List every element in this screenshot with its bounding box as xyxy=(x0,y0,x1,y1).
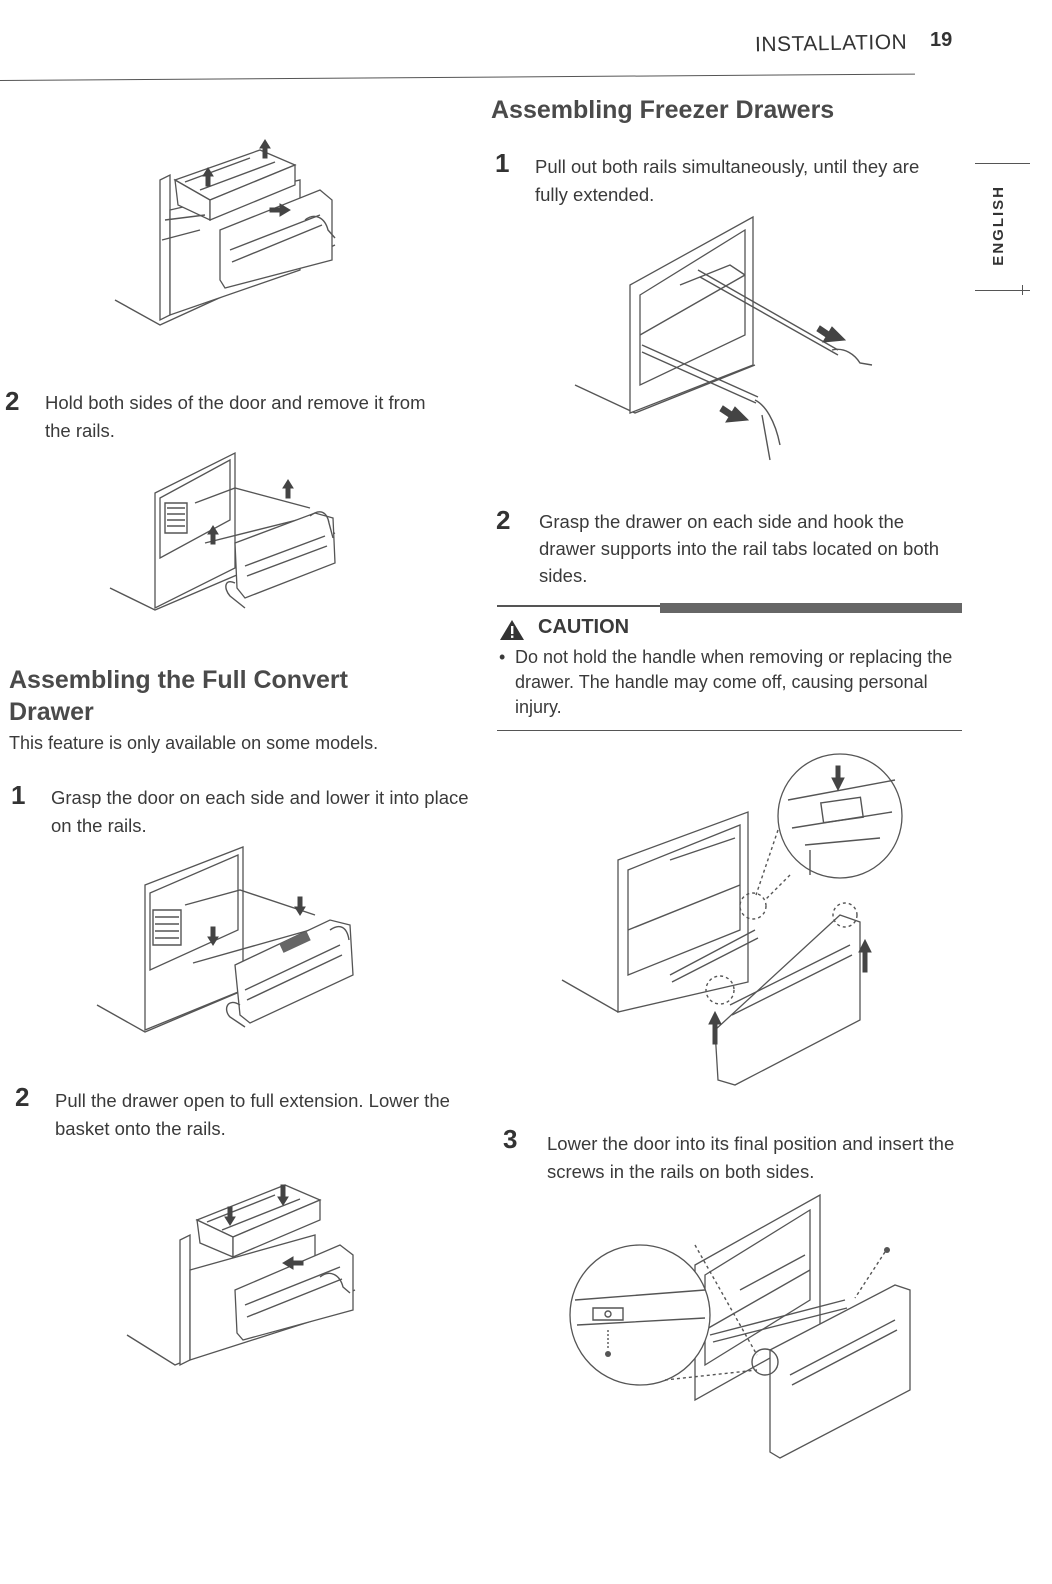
arrow-icon xyxy=(295,897,305,915)
illustration-remove-basket xyxy=(110,120,340,330)
arrow-icon xyxy=(720,406,748,422)
illustration-pull-rails xyxy=(570,215,880,465)
illustration-remove-door xyxy=(105,448,345,613)
step-number: 1 xyxy=(11,780,26,810)
step-text: Pull out both rails simultaneously, unti… xyxy=(535,156,920,205)
side-tab-rule-top xyxy=(975,163,1030,164)
caution-title: CAUTION xyxy=(538,616,630,638)
step-text: Pull the drawer open to full extension. … xyxy=(55,1090,450,1139)
step-number: 3 xyxy=(503,1124,518,1154)
illustration-insert-screws xyxy=(565,1190,915,1465)
illustration-lower-basket xyxy=(125,1175,360,1370)
arrow-icon xyxy=(709,1012,721,1044)
arrow-icon xyxy=(260,140,270,158)
step-text: Grasp the door on each side and lower it… xyxy=(51,787,469,836)
arrow-icon xyxy=(278,1185,288,1205)
running-header: INSTALLATION xyxy=(754,30,908,57)
arrow-icon xyxy=(283,480,293,498)
side-tab-rule-bottom xyxy=(975,290,1030,291)
arrow-icon xyxy=(208,927,218,945)
header-rule xyxy=(0,73,915,81)
step-number: 2 xyxy=(15,1082,30,1112)
side-tab-tick xyxy=(1022,285,1023,295)
page-number: 19 xyxy=(930,29,953,51)
bullet-dot: • xyxy=(499,647,506,667)
step-text: Grasp the drawer on each side and hook t… xyxy=(539,511,940,586)
section-title: Assembling the Full Convert Drawer xyxy=(9,666,348,726)
step-number: 1 xyxy=(495,148,510,178)
step-number: 2 xyxy=(5,386,20,416)
language-tab: ENGLISH xyxy=(990,185,1007,266)
step-number: 2 xyxy=(496,505,511,535)
arrow-icon xyxy=(832,766,844,790)
illustration-lower-door xyxy=(95,845,355,1035)
arrow-icon xyxy=(283,1257,303,1269)
arrow-icon xyxy=(208,526,218,544)
warning-triangle-icon xyxy=(500,620,524,640)
caution-bar xyxy=(660,603,962,613)
arrow-icon xyxy=(859,940,871,972)
section-intro: This feature is only available on some m… xyxy=(9,733,379,753)
arrow-icon xyxy=(225,1207,235,1225)
illustration-hook-supports xyxy=(560,750,910,1090)
arrow-icon xyxy=(270,204,290,216)
step-text: Lower the door into its final position a… xyxy=(547,1133,955,1182)
arrow-icon xyxy=(203,168,213,186)
caution-text: Do not hold the handle when removing or … xyxy=(515,647,953,717)
caution-bottom-rule xyxy=(497,730,962,731)
step-text: Hold both sides of the door and remove i… xyxy=(45,392,426,441)
arrow-icon xyxy=(817,326,845,342)
section-title: Assembling Freezer Drawers xyxy=(491,96,835,124)
